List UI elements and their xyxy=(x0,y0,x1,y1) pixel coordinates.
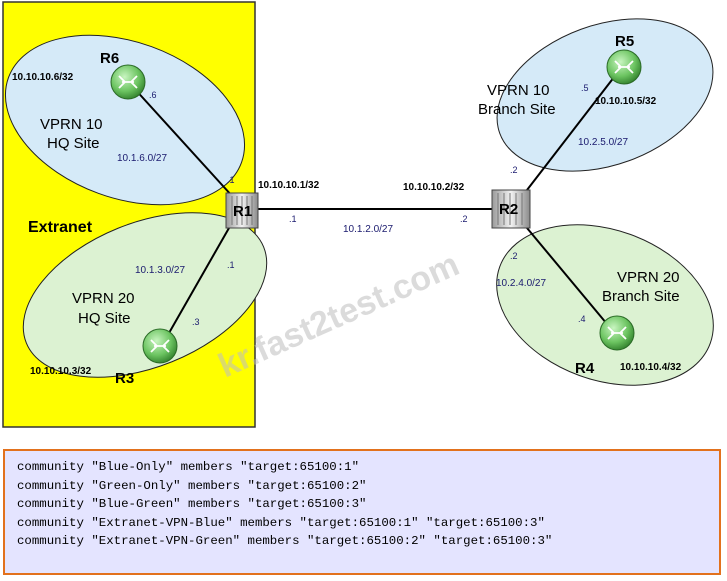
vprn20-branch-site-ellipse xyxy=(496,224,714,386)
r2-loopback: 10.10.10.2/32 xyxy=(403,182,465,193)
r6-router-icon xyxy=(110,64,146,100)
r2-r5-r2-host: .2 xyxy=(510,165,518,175)
r1-r3-r3-host: .3 xyxy=(192,317,200,327)
r3-loopback: 10.10.10.3/32 xyxy=(30,366,92,377)
vprn10-hq-subnet: 10.1.6.0/27 xyxy=(117,153,167,164)
extranet-label: Extranet xyxy=(28,219,93,236)
config-line: community "Extranet-VPN-Green" members "… xyxy=(17,534,553,548)
link-r1-r3 xyxy=(164,220,234,341)
r2-name: R2 xyxy=(499,201,518,218)
r1-r6-r6-host: .6 xyxy=(149,90,157,100)
vprn20-hq-line1: VPRN 20 xyxy=(72,290,135,307)
r2-router-icon xyxy=(491,189,531,229)
r4-name: R4 xyxy=(575,360,595,377)
r4-router-icon xyxy=(599,315,635,351)
network-diagram: Extranet R1 R2 xyxy=(2,1,714,428)
link-r2-r5 xyxy=(526,71,619,191)
r1-r3-r1-host: .1 xyxy=(227,260,235,270)
r3-router-icon xyxy=(142,328,178,364)
r6-loopback: 10.10.10.6/32 xyxy=(12,72,74,83)
vprn10-branch-subnet: 10.2.5.0/27 xyxy=(578,137,628,148)
vprn20-branch-line1: VPRN 20 xyxy=(617,269,680,286)
r6-name: R6 xyxy=(100,50,119,67)
r2-r5-r5-host: .5 xyxy=(581,83,589,93)
vprn20-hq-subnet: 10.1.3.0/27 xyxy=(135,265,185,276)
r5-router-icon xyxy=(606,49,642,85)
vprn10-hq-site-ellipse xyxy=(4,34,246,206)
r1-r6-r1-host: .1 xyxy=(227,175,235,185)
vprn10-branch-line2: Branch Site xyxy=(478,101,556,118)
config-line: community "Green-Only" members "target:6… xyxy=(17,478,367,493)
config-line: community "Blue-Only" members "target:65… xyxy=(17,460,360,474)
r1-r2-r2-host: .2 xyxy=(460,214,468,224)
r2-r4-r4-host: .4 xyxy=(578,314,586,324)
link-r2-r4 xyxy=(526,227,613,331)
r5-name: R5 xyxy=(615,33,634,50)
config-panel: community "Blue-Only" members "target:65… xyxy=(3,449,721,575)
config-line: community "Extranet-VPN-Blue" members "t… xyxy=(17,515,545,530)
r5-loopback: 10.10.10.5/32 xyxy=(595,96,657,107)
r2-r4-r2-host: .2 xyxy=(510,251,518,261)
r1-router-icon xyxy=(225,192,259,229)
vprn20-branch-subnet: 10.2.4.0/27 xyxy=(496,278,546,289)
vprn20-hq-line2: HQ Site xyxy=(78,310,131,327)
vprn20-branch-line2: Branch Site xyxy=(602,288,680,305)
vprn20-hq-site-ellipse xyxy=(22,212,268,378)
vprn10-hq-line2: HQ Site xyxy=(47,135,100,152)
r1-r2-subnet: 10.1.2.0/27 xyxy=(343,224,393,235)
link-r1-r6 xyxy=(132,86,234,198)
vprn10-branch-line1: VPRN 10 xyxy=(487,82,550,99)
r1-loopback: 10.10.10.1/32 xyxy=(258,180,320,191)
r1-r2-r1-host: .1 xyxy=(289,214,297,224)
r3-name: R3 xyxy=(115,370,134,387)
vprn10-branch-site-ellipse xyxy=(496,18,714,172)
r1-name: R1 xyxy=(233,203,252,220)
r4-loopback: 10.10.10.4/32 xyxy=(620,362,682,373)
vprn10-hq-line1: VPRN 10 xyxy=(40,116,103,133)
config-line: community "Blue-Green" members "target:6… xyxy=(17,497,367,511)
